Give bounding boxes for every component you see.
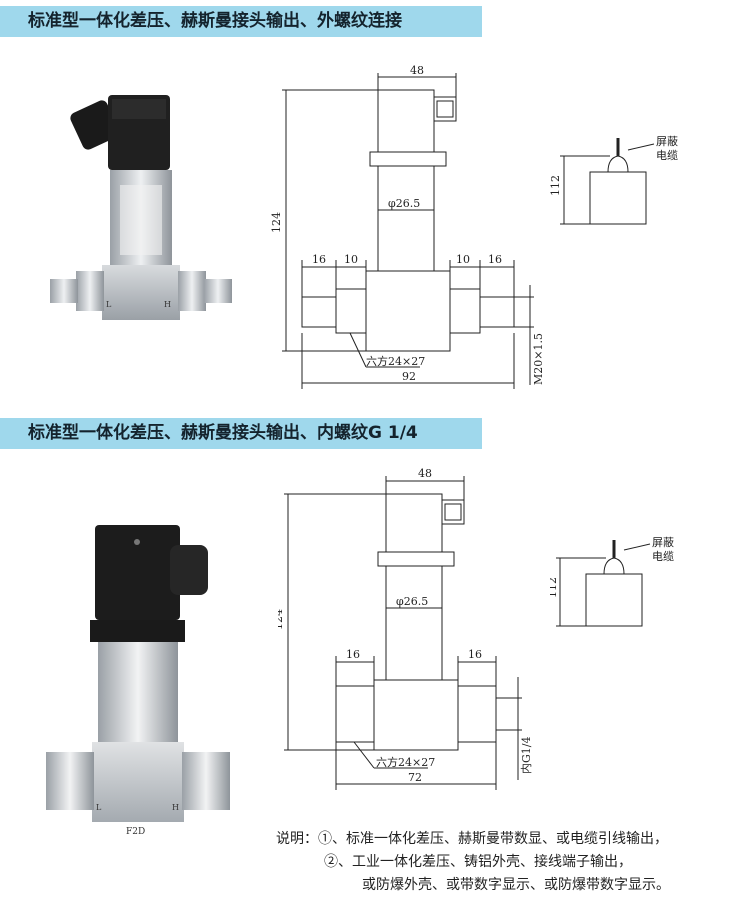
photo2-model: F2D	[126, 827, 145, 837]
product-photo-2: L H F2D	[46, 525, 230, 837]
d2-body-dia: φ26.5	[396, 595, 428, 608]
photo1-port-h: H	[164, 300, 171, 309]
photo1-port-l: L	[106, 300, 112, 309]
notes: 说明：①、标准一体化差压、赫斯曼带数显、或电缆引线输出， ②、工业一体化差压、铸…	[276, 828, 670, 897]
c1-height: 112	[550, 175, 562, 196]
d1-height: 124	[270, 212, 283, 233]
cable-drawing-1: 屏蔽 电缆 112	[550, 135, 678, 225]
d1-left-nut: 10	[344, 253, 358, 266]
c1-label2: 电缆	[656, 149, 678, 162]
photo2-port-h: H	[172, 803, 179, 812]
c1-label1: 屏蔽	[656, 135, 678, 148]
d2-width-top: 48	[418, 467, 432, 480]
d1-thread: M20×1.5	[532, 333, 545, 385]
d1-hex: 六方24×27	[366, 354, 425, 368]
d2-total: 72	[408, 771, 422, 784]
section2-title: 标准型一体化差压、赫斯曼接头输出、内螺纹G 1/4	[0, 418, 482, 449]
cable-drawing-2: 屏蔽 电缆 112	[550, 536, 674, 627]
d1-right-nut: 10	[456, 253, 470, 266]
note-line-1: 说明：①、标准一体化差压、赫斯曼带数显、或电缆引线输出，	[276, 831, 668, 847]
d2-left-len: 16	[346, 648, 360, 661]
d2-height: 124	[278, 609, 285, 630]
product-photo-1: L H	[50, 95, 232, 320]
d1-left-len: 16	[312, 253, 326, 266]
d1-right-len: 16	[488, 253, 502, 266]
section1-title: 标准型一体化差压、赫斯曼接头输出、外螺纹连接	[0, 6, 482, 37]
c2-label1: 屏蔽	[652, 536, 674, 549]
dimension-drawing-2: 48 124 φ26.5 16 16 六方24×27 72 内G1/4	[278, 467, 533, 790]
d1-body-dia: φ26.5	[388, 197, 420, 210]
d2-hex: 六方24×27	[376, 755, 435, 769]
c2-label2: 电缆	[652, 550, 674, 563]
d1-width-top: 48	[410, 64, 424, 77]
note-line-2: ②、工业一体化差压、铸铝外壳、接线端子输出，	[324, 854, 632, 870]
d2-thread: 内G1/4	[519, 737, 533, 775]
photo2-port-l: L	[96, 803, 102, 812]
d2-right-len: 16	[468, 648, 482, 661]
dimension-drawing-1: 48 124 φ26.5 16 10 10 16 六方24×27 92 M20×…	[270, 64, 545, 389]
c2-height: 112	[550, 577, 559, 598]
note-line-3: 或防爆外壳、或带数字显示、或防爆带数字显示。	[362, 877, 670, 893]
d1-total: 92	[402, 370, 416, 383]
